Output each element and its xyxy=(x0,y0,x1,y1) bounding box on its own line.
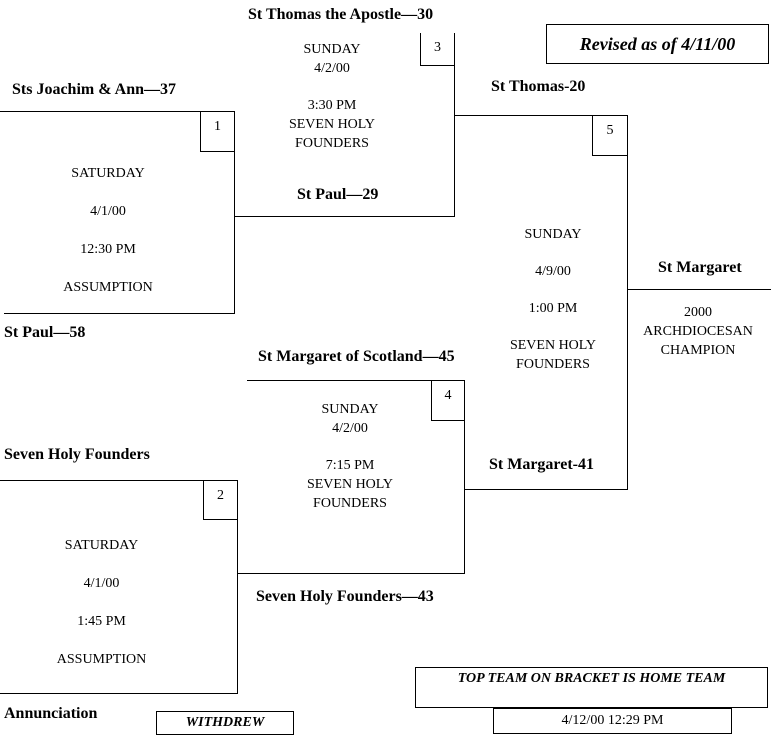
game4-bottom-line xyxy=(238,573,465,574)
game5-bottom-team: St Margaret-41 xyxy=(489,456,594,473)
game-site: ASSUMPTION xyxy=(63,280,153,295)
game-site: SEVEN HOLY xyxy=(306,477,394,492)
game1-right-line xyxy=(234,111,235,314)
game4-top-line xyxy=(247,380,465,381)
game-date: 4/2/00 xyxy=(314,61,350,76)
game2-top-team: Seven Holy Founders xyxy=(4,446,150,463)
game3-bottom-line xyxy=(234,216,455,217)
champion-title: CHAMPION xyxy=(660,343,736,358)
game3-bottom-team: St Paul—29 xyxy=(297,186,379,203)
game5-right-line xyxy=(627,115,628,490)
game4-bottom-team: Seven Holy Founders—43 xyxy=(256,588,434,605)
game-time: 1:45 PM xyxy=(77,614,126,629)
game2-top-line xyxy=(0,480,238,481)
game-day: SUNDAY xyxy=(303,42,361,57)
game-date: 4/1/00 xyxy=(90,204,126,219)
game4-right-line xyxy=(464,380,465,574)
game-day: SATURDAY xyxy=(64,538,139,553)
champion-line xyxy=(627,289,771,290)
game-site: FOUNDERS xyxy=(295,136,369,151)
game-time: 12:30 PM xyxy=(80,242,136,257)
game-day: SATURDAY xyxy=(71,166,145,181)
game-site: FOUNDERS xyxy=(313,496,387,511)
home-team-note: TOP TEAM ON BRACKET IS HOME TEAM xyxy=(457,671,726,686)
game-time: 7:15 PM xyxy=(325,458,375,473)
game5-info: SUNDAY 4/9/00 1:00 PM SEVEN HOLY FOUNDER… xyxy=(493,225,613,374)
game-site: SEVEN HOLY xyxy=(288,117,376,132)
game-site: FOUNDERS xyxy=(516,357,590,372)
game-site: SEVEN HOLY xyxy=(509,338,597,353)
game2-bottom-line xyxy=(0,693,238,694)
game-date: 4/1/00 xyxy=(83,576,120,591)
game2-number-box: 2 xyxy=(203,480,238,520)
revised-box: Revised as of 4/11/00 xyxy=(546,24,769,64)
game-time: 1:00 PM xyxy=(528,301,578,316)
timestamp-box: 4/12/00 12:29 PM xyxy=(493,708,732,734)
game5-number-box: 5 xyxy=(592,115,628,156)
champion-title: ARCHDIOCESAN xyxy=(643,324,753,339)
game1-bottom-team: St Paul—58 xyxy=(4,324,86,341)
game4-number-box: 4 xyxy=(431,380,465,421)
game-day: SUNDAY xyxy=(524,227,582,242)
game-number: 5 xyxy=(606,123,614,138)
game2-bottom-team: Annunciation xyxy=(4,705,98,722)
game5-top-line xyxy=(454,115,628,116)
game3-info: SUNDAY 4/2/00 3:30 PM SEVEN HOLY FOUNDER… xyxy=(272,40,392,153)
withdrew-box: WITHDREW xyxy=(156,711,294,735)
game-date: 4/2/00 xyxy=(332,421,368,436)
revised-label: Revised as of 4/11/00 xyxy=(579,34,736,54)
game4-info: SUNDAY 4/2/00 7:15 PM SEVEN HOLY FOUNDER… xyxy=(290,400,410,513)
game-time: 3:30 PM xyxy=(307,98,357,113)
withdrew-label: WITHDREW xyxy=(185,715,265,730)
champion-info: 2000 ARCHDIOCESAN CHAMPION xyxy=(628,303,768,360)
game1-bottom-line xyxy=(4,313,235,314)
champion-year: 2000 xyxy=(684,305,712,320)
game-number: 3 xyxy=(434,40,441,55)
game1-info: SATURDAY 4/1/00 12:30 PM ASSUMPTION xyxy=(0,155,216,307)
game-day: SUNDAY xyxy=(321,402,379,417)
game5-bottom-line xyxy=(464,489,628,490)
game5-top-team: St Thomas-20 xyxy=(491,78,586,95)
game2-info: SATURDAY 4/1/00 1:45 PM ASSUMPTION xyxy=(0,527,203,679)
game-number: 4 xyxy=(444,388,452,403)
game3-top-team: St Thomas the Apostle—30 xyxy=(248,6,434,23)
game1-top-line xyxy=(0,111,235,112)
game-number: 1 xyxy=(214,119,221,134)
game1-top-team: Sts Joachim & Ann—37 xyxy=(12,81,177,98)
game3-number-box: 3 xyxy=(420,33,455,66)
home-team-note-box: TOP TEAM ON BRACKET IS HOME TEAM xyxy=(415,667,768,708)
game1-number-box: 1 xyxy=(200,111,235,152)
game3-right-line xyxy=(454,33,455,217)
game-site: ASSUMPTION xyxy=(56,652,147,667)
timestamp: 4/12/00 12:29 PM xyxy=(561,713,664,728)
champion-team: St Margaret xyxy=(658,259,742,276)
game4-top-team: St Margaret of Scotland—45 xyxy=(258,348,455,365)
game-date: 4/9/00 xyxy=(535,264,571,279)
game2-right-line xyxy=(237,480,238,694)
game-number: 2 xyxy=(217,488,224,503)
